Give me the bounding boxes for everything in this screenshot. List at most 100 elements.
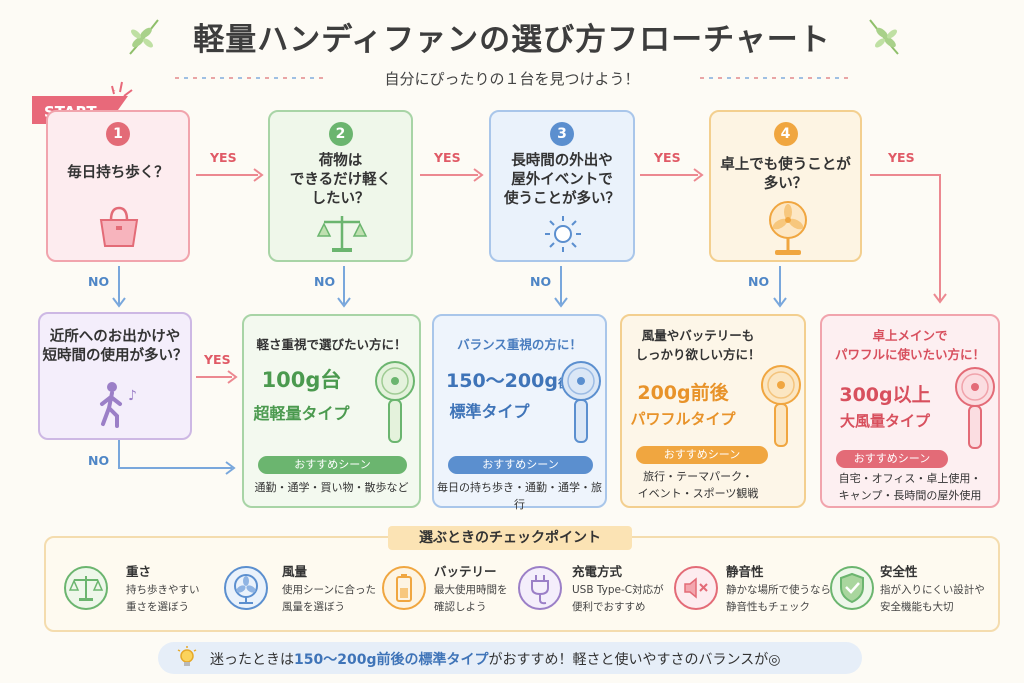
- result-box-2: バランス重視の方に！ 150〜200g後 標準タイプ おすすめシーン 毎日の持ち…: [432, 314, 607, 511]
- question-box-4: 4 卓上でも使うことが 多い？: [709, 110, 862, 262]
- scene-label-4: おすすめシーン: [836, 450, 948, 468]
- shield-icon: [840, 572, 864, 604]
- yes-label-1: YES: [210, 150, 237, 165]
- question-box-3: 3 長時間の外出や 屋外イベントで 使うことが多い？: [489, 110, 635, 262]
- yes-arrow-2: [420, 168, 484, 182]
- result-type-2: 標準タイプ: [449, 402, 530, 421]
- handheld-fan-icon: [955, 367, 995, 449]
- question-text-3: 長時間の外出や 屋外イベントで 使うことが多い？: [504, 153, 620, 207]
- result-weight-3: 200g前後: [637, 382, 729, 404]
- yes-arrow-sub: [196, 370, 238, 384]
- result-scenes-2: 毎日の持ち歩き・通勤・通学・旅行: [437, 481, 602, 511]
- yes-label-3: YES: [654, 150, 681, 165]
- yes-arrow-4: [870, 174, 947, 304]
- svg-text:♪: ♪: [128, 388, 137, 404]
- no-label-4: NO: [748, 274, 770, 289]
- result-weight-4: 300g以上: [839, 384, 931, 406]
- page-title: 軽量ハンディファンの選び方フローチャート: [193, 22, 831, 58]
- scale-icon: [68, 576, 104, 601]
- check-charging-badge: [518, 566, 562, 610]
- tip-text-post: がおすすめ！軽さと使いやすさのバランスが◎: [488, 652, 781, 668]
- no-arrow-3: [554, 266, 568, 308]
- yes-label-2: YES: [434, 150, 461, 165]
- yes-label-sub: YES: [204, 352, 231, 367]
- check-title-2: 風量: [282, 564, 308, 579]
- result-type-4: 大風量タイプ: [839, 412, 930, 430]
- question-number-4: 4: [773, 122, 798, 146]
- result-weight-1: 100g台: [261, 368, 342, 392]
- check-desc-2: 使用シーンに合った 風量を選ぼう: [282, 584, 376, 613]
- no-label-sub: NO: [88, 453, 110, 468]
- yes-arrow-3: [640, 168, 704, 182]
- yes-label-4: YES: [888, 150, 915, 165]
- tip-text: 迷ったときは150〜200g前後の標準タイプがおすすめ！軽さと使いやすさのバラン…: [210, 649, 780, 669]
- check-desc-6: 指が入りにくい設計や 安全機能も大切: [880, 584, 985, 613]
- question-number-3: 3: [550, 122, 574, 146]
- check-airflow-badge: [224, 566, 268, 610]
- result-scenes-4: 自宅・オフィス・卓上使用・ キャンプ・長時間の屋外使用: [838, 472, 982, 502]
- tip-banner: [158, 642, 862, 674]
- handheld-fan-icon: [761, 365, 801, 447]
- no-label-2: NO: [314, 274, 336, 289]
- sub-question-text: 近所へのお出かけや 短時間の使用が多い？: [42, 329, 188, 364]
- question-number-2: 2: [328, 122, 353, 146]
- result-scenes-3: 旅行・テーマパーク・ イベント・スポーツ観戦: [637, 470, 759, 500]
- tip-text-pre: 迷ったときは: [210, 652, 294, 668]
- scene-label-3: おすすめシーン: [636, 446, 768, 464]
- subtitle-divider-right: [700, 77, 850, 79]
- result-weight-2: 150〜200g: [446, 370, 558, 392]
- battery-icon: [396, 574, 412, 602]
- yes-arrow-1: [196, 168, 264, 182]
- question-text-1: 毎日持ち歩く？: [67, 165, 169, 181]
- result-scenes-1: 通勤・通学・買い物・散歩など: [254, 481, 409, 494]
- result-heading-1: 軽さ重視で選びたい方に！: [256, 337, 407, 352]
- walking-person-icon: ♪: [100, 382, 137, 428]
- check-title-5: 静音性: [726, 564, 764, 579]
- tip-text-highlight: 150〜200g前後の標準タイプ: [294, 652, 489, 668]
- sub-question-box: 近所へのお出かけや 短時間の使用が多い？ ♪: [38, 312, 192, 440]
- check-desc-5: 静かな場所で使うなら 静音性もチェック: [726, 584, 831, 613]
- result-type-1: 超軽量タイプ: [253, 404, 350, 423]
- check-desc-1: 持ち歩きやすい 重さを選ぼう: [126, 584, 200, 613]
- no-arrow-4: [773, 266, 787, 308]
- no-arrow-sub: [118, 440, 236, 475]
- lightbulb-icon: [177, 646, 197, 666]
- result-heading-2: バランス重視の方に！: [457, 337, 582, 352]
- question-text-2: 荷物は できるだけ軽く したい？: [289, 153, 392, 207]
- result-weight-2-row: 150〜200g後: [446, 366, 569, 393]
- scene-label-1: おすすめシーン: [258, 456, 407, 474]
- start-sparkle-icon: [111, 81, 133, 97]
- check-title-6: 安全性: [880, 564, 918, 579]
- result-box-4: 卓上メインで パワフルに使いたい方に！ 300g以上 大風量タイプ おすすめシー…: [820, 314, 1000, 508]
- subtitle-divider-left: [175, 77, 325, 79]
- handheld-fan-icon: [561, 361, 601, 443]
- check-desc-3: 最大使用時間を 確認しよう: [434, 584, 508, 613]
- question-text-4: 卓上でも使うことが 多い？: [720, 157, 851, 192]
- no-label-3: NO: [530, 274, 552, 289]
- check-weight-badge: [64, 566, 108, 610]
- speaker-mute-icon: [684, 577, 708, 599]
- result-box-3: 風量やバッテリーも しっかり欲しい方に！ 200g前後 パワフルタイプ おすすめ…: [620, 314, 806, 508]
- fan-icon: [234, 574, 258, 604]
- result-heading-4: 卓上メインで パワフルに使いたい方に！: [834, 328, 985, 362]
- leaf-left-icon: [129, 19, 159, 55]
- check-noise-badge: [674, 566, 718, 610]
- check-desc-4: USB Type-C対応が 便利でおすすめ: [572, 584, 664, 613]
- check-safety-badge: [830, 566, 874, 610]
- handbag-icon: [99, 206, 139, 247]
- plug-icon: [531, 575, 549, 605]
- result-type-3: パワフルタイプ: [630, 410, 736, 428]
- result-heading-3: 風量やバッテリーも しっかり欲しい方に！: [635, 328, 761, 362]
- question-number-1: 1: [106, 122, 130, 146]
- check-title-4: 充電方式: [572, 564, 623, 579]
- no-arrow-2: [337, 266, 351, 308]
- check-title-1: 重さ: [126, 564, 152, 579]
- no-arrow-1: [112, 266, 126, 308]
- sun-icon: [545, 216, 581, 252]
- checkpoints-title: 選ぶときのチェックポイント: [388, 526, 632, 550]
- no-label-1: NO: [88, 274, 110, 289]
- scene-label-2: おすすめシーン: [448, 456, 593, 474]
- result-box-1: 軽さ重視で選びたい方に！ 100g台 超軽量タイプ おすすめシーン 通勤・通学・…: [242, 314, 421, 508]
- check-battery-badge: [382, 566, 426, 610]
- handheld-fan-icon: [375, 361, 415, 443]
